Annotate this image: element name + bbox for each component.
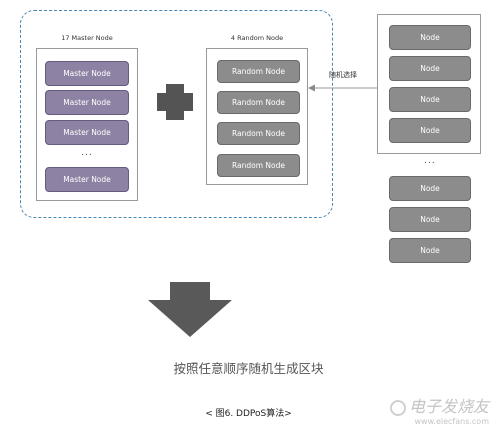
pool-node: Node xyxy=(389,25,471,50)
random-node: Random Node xyxy=(217,91,300,114)
random-select-label: 随机选择 xyxy=(329,71,357,79)
watermark-brand: 电子发烧友 xyxy=(408,397,489,416)
master-node: Master Node xyxy=(45,90,129,115)
pool-node: Node xyxy=(389,176,471,201)
random-panel-title: 4 Random Node xyxy=(230,34,284,42)
down-arrow-icon xyxy=(148,282,232,337)
consensus-group-frame xyxy=(20,10,333,218)
master-ellipsis: ... xyxy=(81,148,93,158)
pool-ellipsis: ... xyxy=(424,156,436,166)
elecfans-watermark: 电子发烧友 www.elecfans.com xyxy=(389,393,490,426)
master-node: Master Node xyxy=(45,120,129,145)
plus-icon-horizontal xyxy=(157,93,193,111)
pool-node: Node xyxy=(389,56,471,81)
pool-node: Node xyxy=(389,238,471,263)
random-node: Random Node xyxy=(217,60,300,83)
random-node: Random Node xyxy=(217,154,300,177)
pool-node: Node xyxy=(389,207,471,232)
pool-node: Node xyxy=(389,87,471,112)
figure-caption: < 图6. DDPoS算法> xyxy=(205,409,292,419)
result-caption: 按照任意顺序随机生成区块 xyxy=(173,361,324,376)
master-panel-title: 17 Master Node xyxy=(61,34,113,42)
master-node: Master Node xyxy=(45,61,129,86)
random-node: Random Node xyxy=(217,122,300,145)
random-select-arrow xyxy=(308,84,378,92)
watermark-url: www.elecfans.com xyxy=(414,417,490,426)
master-node: Master Node xyxy=(45,167,129,192)
elecfans-logo-icon xyxy=(389,399,406,416)
pool-node: Node xyxy=(389,118,471,143)
